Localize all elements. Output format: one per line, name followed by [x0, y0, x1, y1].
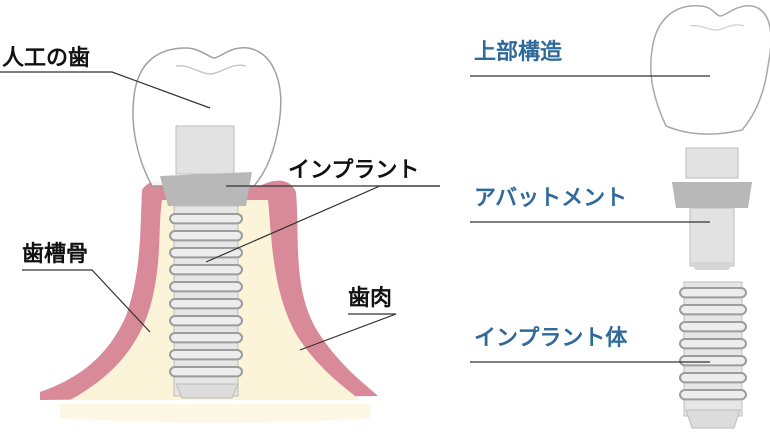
- implant-body-part: [680, 282, 746, 428]
- thread: [170, 231, 242, 240]
- thread: [170, 367, 242, 376]
- label-abutment: アバットメント: [474, 188, 627, 210]
- thread: [170, 214, 242, 223]
- label-gum: 歯肉: [348, 288, 392, 310]
- thread: [170, 248, 242, 257]
- thread: [170, 316, 242, 325]
- thread: [680, 288, 746, 297]
- abutment-part-post: [690, 208, 734, 266]
- abutment-collar: [160, 172, 252, 206]
- thread: [170, 333, 242, 342]
- thread: [170, 282, 242, 291]
- superstructure-part: [651, 6, 770, 134]
- thread: [170, 299, 242, 308]
- thread: [680, 305, 746, 314]
- abutment: [176, 126, 234, 174]
- thread: [680, 322, 746, 331]
- label-alveolar-bone: 歯槽骨: [22, 244, 88, 266]
- thread: [170, 265, 242, 274]
- thread: [680, 373, 746, 382]
- abutment-part-collar: [672, 182, 752, 208]
- thread: [170, 350, 242, 359]
- label-implant-body: インプラント体: [474, 328, 627, 350]
- implant-body: [170, 206, 242, 398]
- thread: [680, 390, 746, 399]
- thread: [680, 356, 746, 365]
- label-superstructure: 上部構造: [474, 42, 562, 64]
- thread: [680, 339, 746, 348]
- label-implant: インプラント: [288, 160, 419, 182]
- label-artificial-tooth: 人工の歯: [2, 48, 90, 70]
- abutment-part-top: [686, 148, 738, 178]
